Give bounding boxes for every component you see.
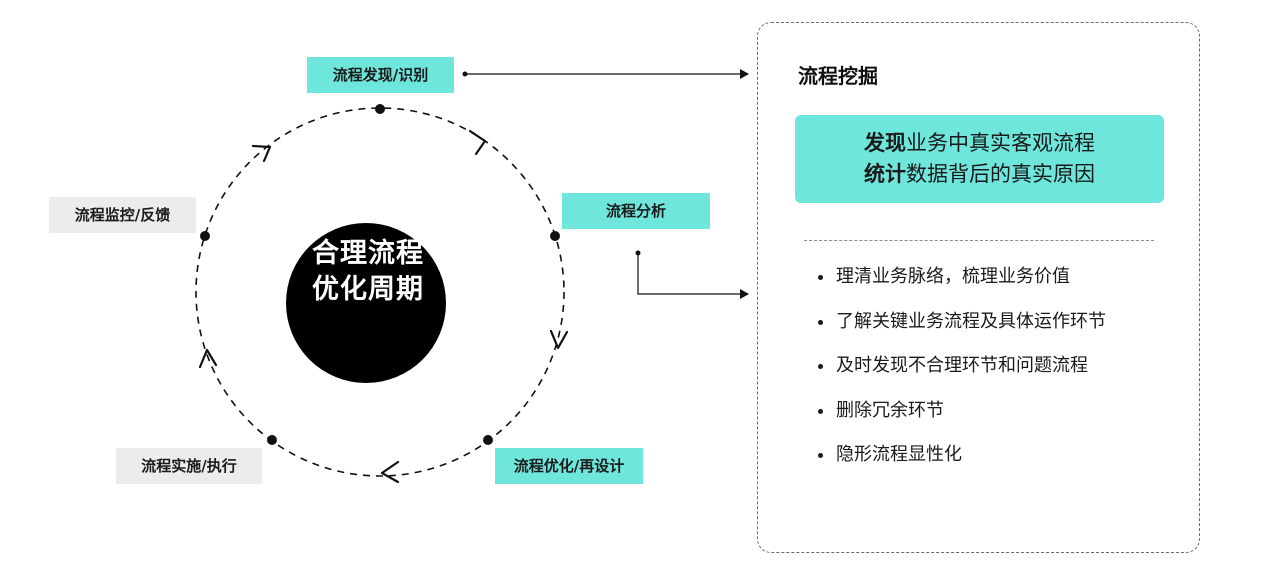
list-item-text: 隐形流程显性化: [836, 444, 962, 465]
bullet-dot-icon: [818, 364, 823, 369]
highlight-line-2-rest: 数据背后的真实原因: [906, 162, 1095, 186]
highlight-line-2: 统计数据背后的真实原因: [795, 159, 1164, 190]
list-item-text: 理清业务脉络，梳理业务价值: [836, 266, 1070, 287]
stage-optimize: 流程优化/再设计: [495, 448, 643, 484]
bullet-dot-icon: [818, 408, 823, 414]
panel-title: 流程挖掘: [798, 64, 878, 88]
cycle-center-label: 合理流程 优化周期: [290, 236, 446, 308]
bullet-dot-icon: [818, 319, 823, 325]
cycle-arrow-icon: [380, 460, 400, 484]
list-item-text: 了解关键业务流程及具体运作环节: [836, 310, 1106, 332]
cycle-ring: [195, 107, 565, 477]
stage-monitor: 流程监控/反馈: [49, 197, 196, 233]
center-line-1: 合理流程: [312, 238, 424, 269]
list-item: 及时发现不合理环节和问题流程: [818, 351, 1106, 396]
cycle-arrow-icon: [251, 144, 272, 163]
stage-node: [267, 435, 277, 445]
center-line-2: 优化周期: [312, 274, 424, 305]
list-item-text: 删除冗余环节: [836, 399, 944, 421]
process-mining-panel: [757, 22, 1200, 553]
list-item: 理清业务脉络，梳理业务价值: [818, 262, 1106, 307]
stage-analysis: 流程分析: [562, 193, 710, 229]
highlight-line-2-bold: 统计: [864, 162, 906, 186]
stage-node: [483, 435, 493, 445]
cycle-arrow-icon: [468, 129, 487, 156]
cycle-arrow-icon: [549, 329, 569, 350]
center-hub: [286, 223, 446, 383]
stage-node: [550, 231, 560, 241]
bullet-dot-icon: [818, 453, 823, 458]
highlight-line-1-rest: 业务中真实客观流程: [906, 131, 1095, 155]
bullet-dot-icon: [818, 275, 823, 280]
stage-node: [200, 231, 210, 241]
highlight-line-1: 发现业务中真实客观流程: [795, 128, 1164, 159]
stage-implement: 流程实施/执行: [116, 448, 262, 484]
highlight-line-1-bold: 发现: [864, 131, 906, 155]
list-item: 了解关键业务流程及具体运作环节: [818, 307, 1106, 352]
list-item-text: 及时发现不合理环节和问题流程: [836, 355, 1088, 376]
stage-node: [375, 104, 385, 114]
connector-analysis-to-panel: [637, 253, 749, 299]
panel-divider: [804, 240, 1154, 241]
list-item: 隐形流程显性化: [818, 440, 1106, 485]
benefit-list: 理清业务脉络，梳理业务价值 了解关键业务流程及具体运作环节 及时发现不合理环节和…: [818, 262, 1106, 485]
cycle-arrow-icon: [198, 348, 218, 369]
highlight-box: 发现业务中真实客观流程 统计数据背后的真实原因: [795, 115, 1164, 203]
stage-discover: 流程发现/识别: [307, 57, 454, 93]
list-item: 删除冗余环节: [818, 396, 1106, 441]
